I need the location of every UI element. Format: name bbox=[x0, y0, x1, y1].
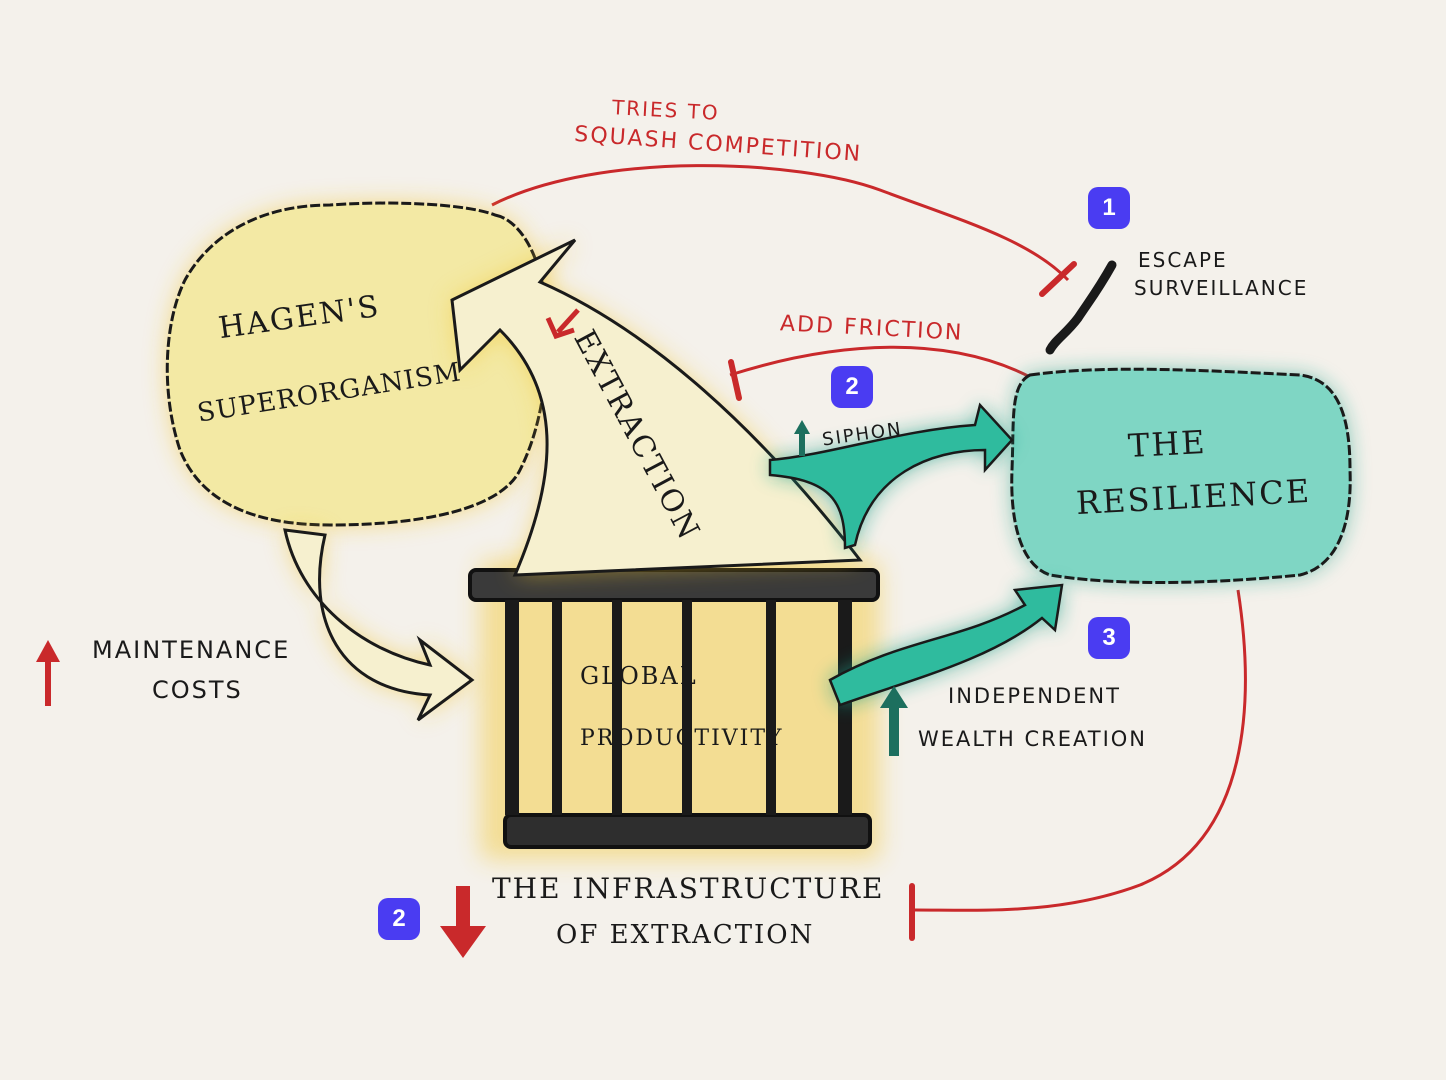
extraction-down-arrow-icon bbox=[545, 308, 580, 340]
siphon-up-arrow-icon bbox=[794, 420, 810, 456]
squash-inhibit-bar-icon bbox=[1039, 261, 1077, 297]
superorganism-node bbox=[165, 201, 549, 527]
productivity-label-line1: Global bbox=[580, 662, 698, 690]
wealth-arrow bbox=[828, 583, 1064, 707]
resilience-label-line1: The bbox=[1127, 422, 1208, 466]
infrastructure-label-line1: The Infrastructure bbox=[492, 872, 885, 905]
badge-2-infrastructure: 2 bbox=[378, 898, 420, 940]
maintenance-up-arrow-icon bbox=[36, 640, 60, 706]
maintenance-label-line2: Costs bbox=[152, 676, 243, 704]
wealth-label-line2: Wealth Creation bbox=[918, 727, 1148, 751]
productivity-label-line2: Productivity bbox=[580, 726, 784, 751]
productivity-cage bbox=[468, 560, 880, 860]
squash-inhibit-line bbox=[491, 164, 1070, 282]
siphon-arrow bbox=[768, 402, 1014, 550]
wealth-up-arrow-icon bbox=[880, 686, 908, 756]
escape-label-line2: Surveillance bbox=[1134, 276, 1309, 300]
escape-squiggle-icon bbox=[1045, 260, 1117, 355]
resilience-node bbox=[1010, 367, 1352, 584]
badge-2-friction: 2 bbox=[831, 366, 873, 408]
infrastructure-down-arrow-icon bbox=[440, 886, 486, 958]
friction-inhibit-line bbox=[729, 345, 1033, 380]
infrastructure-inhibit-line bbox=[914, 589, 1247, 912]
friction-inhibit-bar-icon bbox=[728, 359, 742, 401]
infrastructure-label-line2: of Extraction bbox=[556, 920, 815, 950]
extraction-arrow bbox=[450, 238, 863, 577]
escape-label-line1: Escape bbox=[1138, 248, 1228, 272]
badge-1: 1 bbox=[1088, 187, 1130, 229]
badge-3: 3 bbox=[1088, 617, 1130, 659]
wealth-label-line1: Independent bbox=[948, 684, 1121, 708]
maintenance-arrow bbox=[283, 528, 475, 722]
maintenance-label-line1: Maintenance bbox=[92, 636, 291, 664]
